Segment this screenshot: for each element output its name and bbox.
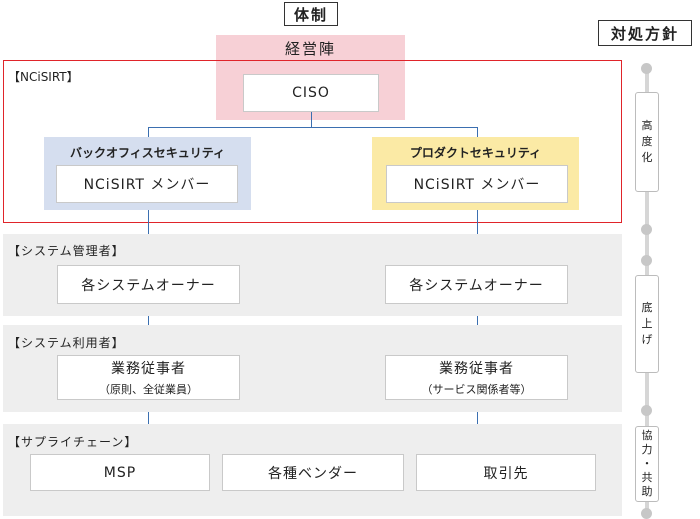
msp-box: MSP: [30, 454, 210, 491]
connector-left-lower: [148, 210, 149, 425]
system-user-label: 【システム利用者】: [8, 336, 125, 350]
ncisirt-frame: [3, 60, 622, 223]
system-owner-box-right: 各システムオーナー: [385, 265, 568, 304]
system-owner-box-left: 各システムオーナー: [57, 265, 240, 304]
staff-right-sub: （サービス関係者等）: [421, 383, 532, 396]
vendors-box: 各種ベンダー: [222, 454, 404, 491]
policy-dot-5: [641, 508, 652, 519]
connector-left-down: [148, 127, 149, 138]
ncisirt-label: 【NCiSIRT】: [8, 70, 79, 84]
policy-baseline-box: 底 上 げ: [635, 275, 659, 373]
connector-ciso-down: [311, 112, 312, 128]
policy-advanced-char-1: 高: [641, 119, 653, 132]
system-admin-label: 【システム管理者】: [8, 244, 125, 258]
policy-dot-1: [641, 63, 652, 74]
policy-title: 対処方針: [598, 20, 692, 46]
staff-box-right: 業務従事者 （サービス関係者等）: [385, 355, 568, 400]
connector-right-down: [477, 127, 478, 138]
connector-right-lower: [477, 210, 478, 425]
policy-dot-2: [641, 224, 652, 235]
policy-coop-char-1: 協: [641, 429, 653, 442]
policy-advanced-char-2: 度: [641, 135, 653, 148]
policy-coop-char-2: 力: [641, 443, 653, 456]
policy-dot-3: [641, 255, 652, 266]
policy-coop-char-5: 助: [641, 485, 653, 498]
policy-baseline-char-1: 底: [641, 301, 653, 314]
staff-left-sub: （原則、全従業員）: [99, 383, 198, 396]
policy-baseline-char-2: 上: [641, 317, 653, 330]
policy-coop-char-3: ・: [641, 457, 653, 470]
staff-left-main: 業務従事者: [111, 361, 186, 377]
supply-chain-label: 【サプライチェーン】: [8, 435, 138, 449]
structure-title: 体制: [284, 2, 338, 26]
partners-box: 取引先: [416, 454, 596, 491]
backoffice-security-label: バックオフィスセキュリティ: [69, 146, 226, 160]
ciso-box: CISO: [243, 74, 379, 112]
backoffice-member-box: NCiSIRT メンバー: [56, 165, 238, 203]
management-label: 経営陣: [284, 40, 336, 58]
connector-horizontal: [148, 127, 478, 128]
staff-right-main: 業務従事者: [439, 361, 514, 377]
product-security-label: プロダクトセキュリティ: [409, 146, 542, 160]
policy-baseline-char-3: げ: [641, 333, 653, 346]
product-member-box: NCiSIRT メンバー: [386, 165, 568, 203]
policy-coop-char-4: 共: [641, 471, 653, 484]
policy-advanced-char-3: 化: [641, 151, 653, 164]
staff-box-left: 業務従事者 （原則、全従業員）: [57, 355, 240, 400]
policy-cooperation-box: 協 力 ・ 共 助: [635, 426, 659, 502]
policy-dot-4: [641, 405, 652, 416]
policy-advanced-box: 高 度 化: [635, 92, 659, 192]
